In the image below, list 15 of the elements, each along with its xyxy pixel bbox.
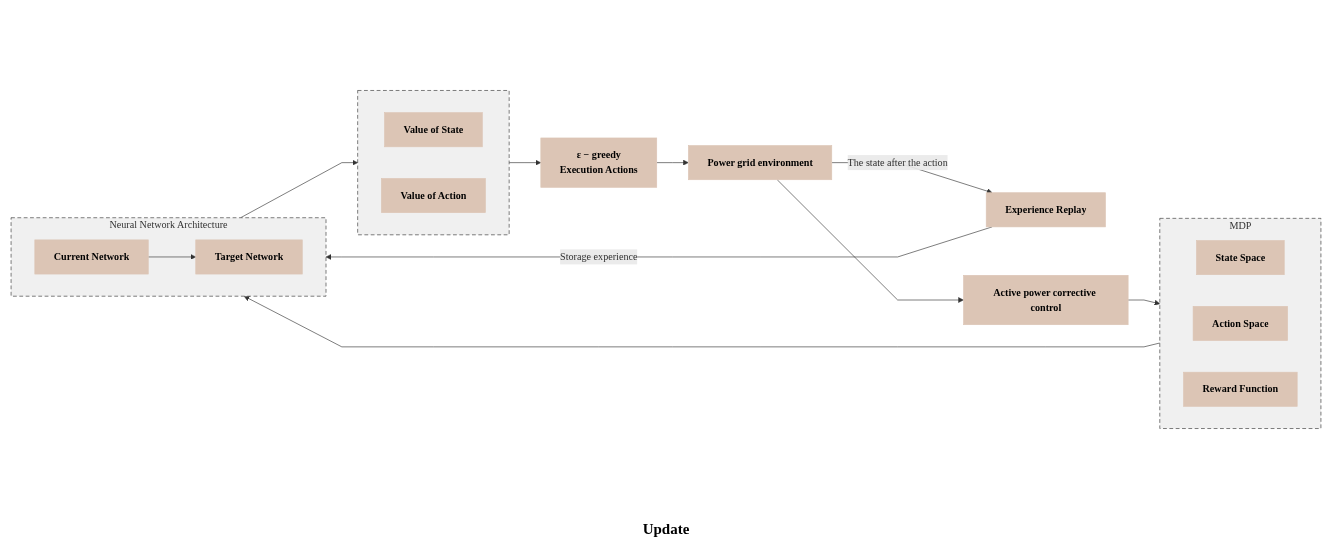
node-box: Active power corrective control — [963, 275, 1129, 325]
node-box: State Space — [1196, 240, 1285, 275]
node-box: Action Space — [1192, 306, 1288, 341]
node-box: Current Network — [34, 239, 149, 275]
node-box: Power grid environment — [688, 145, 833, 181]
node-box: Value of Action — [381, 178, 486, 213]
note-text: Update — [642, 521, 690, 537]
cluster — [357, 90, 510, 236]
node-box: Value of State — [384, 112, 483, 148]
node-box: Reward Function — [1183, 371, 1298, 407]
edge-label: The state after the action — [847, 156, 948, 168]
node-box: Experience Replay — [985, 192, 1106, 228]
edge-label: Storage experience — [560, 251, 638, 263]
node-box: Target Network — [195, 239, 303, 275]
node-box: ε − greedy Execution Actions — [540, 137, 658, 188]
